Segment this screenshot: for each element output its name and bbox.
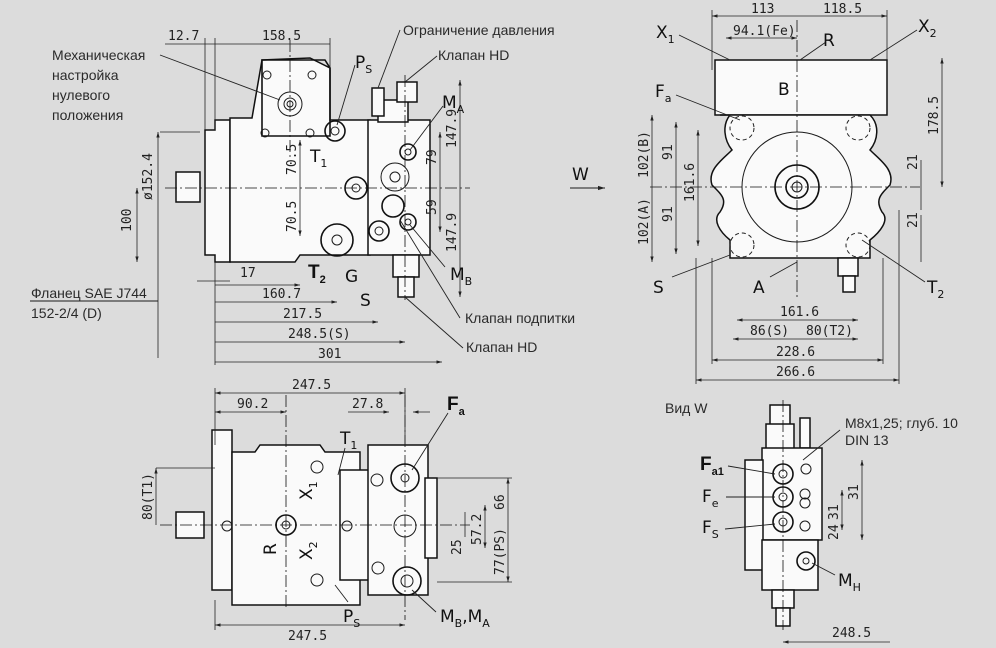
port-x2-label: X2	[918, 17, 937, 40]
dim-dia-152-4: ø152.4	[141, 153, 156, 200]
dim-25: 25	[450, 539, 465, 555]
port-x2-label: X2	[297, 541, 320, 560]
port-r-label: R	[823, 31, 835, 51]
dim-86-s: 86(S)	[750, 324, 789, 339]
dim-158-5: 158.5	[262, 29, 301, 44]
port-s-label: S	[653, 278, 664, 298]
callout-pressure-limit: Ограничение давления	[403, 22, 555, 38]
dim-160-7: 160.7	[262, 287, 301, 302]
port-s-label: S	[360, 291, 371, 311]
hd-valve-top	[396, 81, 418, 103]
port-b-label: B	[778, 80, 790, 100]
port-ma-label: MA	[442, 93, 465, 116]
port-fa1-label: Fa1	[700, 454, 724, 478]
callout-zero-adjust-1: Механическая	[52, 47, 145, 63]
flange-body	[710, 114, 892, 259]
side-view: 12.7 158.5 ø152.4 100 70.5 70.5 147.9 79…	[30, 22, 575, 365]
dim-90-2: 90.2	[237, 397, 268, 412]
dim-57-2: 57.2	[470, 514, 485, 545]
callout-boost-valve: Клапан подпитки	[465, 310, 575, 326]
dim-113: 113	[751, 2, 774, 17]
dim-228-6: 228.6	[776, 345, 815, 360]
flange-edge	[211, 429, 233, 591]
port-ps-label: PS	[355, 53, 372, 76]
dim-77-ps: 77(PS)	[493, 528, 508, 575]
port-fa-label: Fa	[447, 394, 466, 418]
control-housing	[714, 59, 888, 116]
dim-21-upper: 21	[906, 154, 921, 170]
dim-12-7: 12.7	[168, 29, 199, 44]
dim-102-b: 102(B)	[637, 131, 652, 178]
callout-flange-2: 152-2/4 (D)	[31, 305, 102, 321]
dim-91-upper: 91	[661, 144, 676, 160]
dim-248-5-w: 248.5	[832, 626, 871, 641]
mounting-flange	[204, 119, 231, 263]
dim-80-t2: 80(T2)	[806, 324, 853, 339]
view-w: Вид W M8x1,25; глуб. 10 DIN 13 31 31 24 …	[665, 400, 958, 644]
port-x1-label: X1	[297, 481, 320, 500]
port-r-label: R	[261, 543, 281, 555]
dim-147-9-upper: 147.9	[445, 109, 460, 148]
pressure-limit-valve	[799, 417, 811, 449]
port-t2-label: T2	[926, 278, 944, 301]
dim-118-5: 118.5	[823, 2, 862, 17]
callout-zero-adjust-2: настройка	[52, 67, 119, 83]
dim-301: 301	[318, 347, 341, 362]
dim-100: 100	[120, 209, 135, 232]
pressure-limit-valve	[371, 87, 385, 117]
port-mb-label: MB	[450, 265, 472, 288]
dim-102-a: 102(A)	[637, 198, 652, 245]
dim-79: 79	[425, 149, 440, 165]
dim-59: 59	[425, 199, 440, 215]
thread-note-1: M8x1,25; глуб. 10	[845, 415, 958, 431]
view-w-title: Вид W	[665, 400, 708, 416]
port-ps-label: PS	[343, 607, 360, 630]
dim-24: 24	[827, 524, 842, 540]
dim-21-lower: 21	[906, 212, 921, 228]
dim-91-lower: 91	[661, 206, 676, 222]
dim-178-5: 178.5	[927, 96, 942, 135]
port-t1-label: T1	[309, 147, 327, 170]
dim-161-6-vertical: 161.6	[683, 163, 698, 202]
dim-66: 66	[493, 494, 508, 510]
port-fs-label: FS	[702, 518, 719, 541]
callout-hd-valve-bottom: Клапан HD	[466, 339, 537, 355]
dim-70-5-upper: 70.5	[285, 144, 300, 175]
callout-hd-valve-top: Клапан HD	[438, 47, 509, 63]
dim-17: 17	[240, 266, 256, 281]
front-view: W 113 118.5 94.1(Fe) 102(B) 91 161.6 102…	[570, 2, 944, 384]
dim-31-right: 31	[847, 484, 862, 500]
dim-70-5-lower: 70.5	[285, 201, 300, 232]
view-w-marker: W	[572, 165, 589, 185]
top-view: 247.5 90.2 27.8 80(T1) 66 57.2 25 77(PS)…	[141, 378, 512, 644]
port-fa-label: Fa	[655, 82, 672, 105]
dim-217-5: 217.5	[283, 307, 322, 322]
dim-247-5-top: 247.5	[292, 378, 331, 393]
port-g-label: G	[345, 267, 358, 287]
callout-zero-adjust-4: положения	[52, 107, 123, 123]
dim-31-inner: 31	[827, 504, 842, 520]
callout-flange-1: Фланец SAE J744	[31, 285, 147, 301]
dim-147-9-lower: 147.9	[445, 213, 460, 252]
port-mb-ma-label: MB,MA	[440, 607, 490, 630]
zero-adjust-cover	[261, 59, 331, 137]
port-mh-label: MH	[838, 571, 861, 594]
port-x1-label: X1	[656, 23, 675, 46]
hd-valve-bottom	[397, 276, 415, 298]
port-a-label: A	[753, 278, 765, 298]
dim-94-1-fe: 94.1(Fe)	[733, 24, 796, 39]
port-t1-label: T1	[339, 429, 357, 452]
port-t2-label: T2	[308, 262, 326, 286]
dim-247-5-bottom: 247.5	[288, 629, 327, 644]
dim-27-8: 27.8	[352, 397, 383, 412]
dim-161-6-horizontal: 161.6	[780, 305, 819, 320]
callout-zero-adjust-3: нулевого	[52, 87, 110, 103]
drive-shaft	[175, 171, 201, 203]
port-fe-label: Fe	[702, 487, 719, 510]
dim-266-6: 266.6	[776, 365, 815, 380]
thread-note-2: DIN 13	[845, 432, 889, 448]
dim-248-5-s: 248.5(S)	[288, 327, 351, 342]
dim-80-t1: 80(T1)	[141, 473, 156, 520]
